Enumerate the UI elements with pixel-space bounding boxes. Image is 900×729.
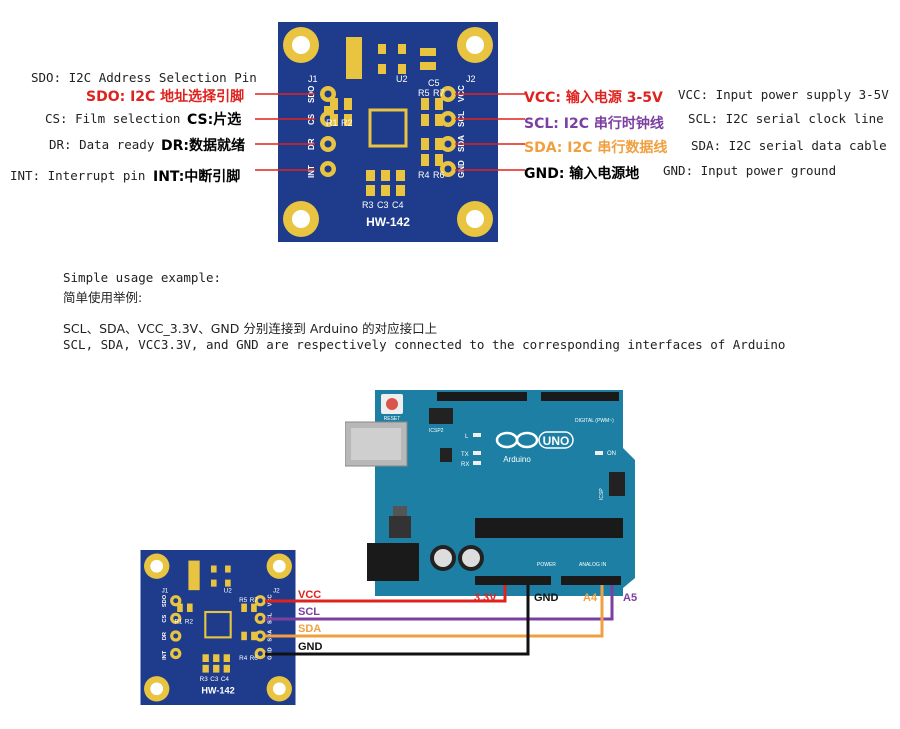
silk-pin-gnd: GND — [457, 160, 466, 178]
svg-text:R4: R4 — [239, 655, 248, 662]
power-label: POWER — [537, 562, 556, 568]
wire-label-sda: SDA — [298, 623, 321, 635]
wire-vcc — [265, 585, 507, 603]
label-sda-cn: SDA: I2C 串行数据线 — [524, 140, 668, 156]
silk-c5: C5 — [428, 78, 440, 88]
mounting-hole — [283, 201, 319, 237]
led-l-label: L — [465, 434, 469, 440]
led-tx-label: TX — [461, 452, 469, 458]
silk-r5: R5 — [418, 88, 430, 98]
left-pin-arrows — [255, 93, 315, 171]
svg-text:CS: CS — [162, 615, 168, 623]
bottom-module-board: J1 J2 U2 R1 R2 R5 R7 R4 R6 R3 C3 C4 HW-1… — [140, 550, 296, 705]
svg-text:R5: R5 — [239, 597, 248, 604]
label-sdo-cn: SDO: I2C 地址选择引脚 — [86, 89, 245, 105]
label-vcc-cn: VCC: 输入电源 3-5V — [524, 90, 663, 106]
label-gnd-cn: GND: 输入电源地 — [524, 166, 640, 182]
bottom-silk-model: HW-142 — [201, 686, 234, 696]
right-pin-arrows — [455, 93, 525, 171]
svg-text:C4: C4 — [221, 676, 230, 683]
wire-label-scl: SCL — [298, 606, 320, 618]
label-int-en: INT: Interrupt pin — [10, 168, 146, 183]
ic-footprint — [368, 108, 408, 148]
label-vcc-en: VCC: Input power supply 3-5V — [678, 87, 889, 102]
silk-r3: R3 — [362, 200, 374, 210]
silk-j1: J1 — [308, 74, 318, 84]
arduino-label-3v3: 3.3V — [474, 592, 497, 604]
arduino-label-a5: A5 — [623, 592, 637, 604]
silk-r1: R1 — [326, 118, 338, 128]
usage-desc-cn: SCL、SDA、VCC_3.3V、GND 分别连接到 Arduino 的对应接口… — [63, 321, 438, 336]
led-on-label: ON — [607, 451, 616, 457]
silk-u2: U2 — [396, 74, 408, 84]
silk-pin-int: INT — [307, 165, 316, 178]
silk-r4: R4 — [418, 170, 430, 180]
svg-text:R1: R1 — [174, 618, 183, 625]
wire-label-vcc: VCC — [298, 589, 321, 601]
silk-model: HW-142 — [366, 215, 410, 229]
usage-title-cn: 简单使用举例: — [63, 290, 143, 305]
svg-text:C3: C3 — [210, 676, 219, 683]
mounting-hole — [457, 27, 493, 63]
svg-text:R2: R2 — [185, 618, 194, 625]
silk-c4: C4 — [392, 200, 404, 210]
led-rx-label: RX — [461, 462, 469, 468]
svg-text:J1: J1 — [162, 587, 169, 594]
reset-label: RESET — [384, 416, 401, 422]
label-cs-cn: CS:片选 — [187, 112, 242, 128]
label-scl-en: SCL: I2C serial clock line — [688, 111, 884, 126]
silk-r7: R7 — [433, 88, 445, 98]
label-int-cn: INT:中断引脚 — [153, 169, 241, 185]
wire-gnd — [265, 585, 530, 656]
svg-text:Arduino: Arduino — [503, 455, 531, 464]
svg-text:R3: R3 — [200, 676, 209, 683]
label-sdo-en: SDO: I2C Address Selection Pin — [31, 70, 257, 85]
svg-text:INT: INT — [162, 650, 168, 660]
silk-c3: C3 — [377, 200, 389, 210]
wire-sda — [265, 585, 604, 638]
label-sda-en: SDA: I2C serial data cable — [691, 138, 887, 153]
atmega-mcu — [475, 518, 623, 538]
svg-text:R6: R6 — [250, 655, 259, 662]
label-scl-cn: SCL: I2C 串行时钟线 — [524, 116, 664, 132]
silk-r2: R2 — [341, 118, 353, 128]
svg-text:R7: R7 — [250, 597, 259, 604]
label-dr-en: DR: Data ready — [49, 137, 155, 152]
svg-text:SDO: SDO — [162, 594, 168, 607]
silk-j2: J2 — [466, 74, 476, 84]
svg-text:U2: U2 — [224, 587, 233, 594]
analog-header — [561, 576, 621, 585]
icsp2-label: ICSP2 — [429, 428, 444, 434]
mounting-hole — [457, 201, 493, 237]
svg-text:UNO: UNO — [543, 434, 570, 448]
usage-desc-en: SCL, SDA, VCC3.3V, and GND are respectiv… — [63, 337, 786, 352]
icsp-label: ICSP — [599, 488, 605, 500]
analog-label: ANALOG IN — [579, 562, 607, 568]
arduino-label-gnd: GND — [534, 592, 559, 604]
wire-label-gnd: GND — [298, 641, 323, 653]
usage-title-en: Simple usage example: — [63, 270, 222, 285]
voltage-regulator — [389, 516, 411, 538]
arduino-uno-board: RESET ICSP2 DIGITAL (PWM~) UNO Arduino L… — [345, 390, 635, 596]
svg-text:J2: J2 — [273, 587, 280, 594]
label-cs-en: CS: Film selection — [45, 111, 181, 126]
arduino-logo: UNO Arduino — [495, 431, 574, 464]
top-module-board: J1 J2 U2 C5 R1 R2 R5 R7 R4 R6 R3 C3 C4 H… — [278, 22, 498, 242]
label-dr-cn: DR:数据就绪 — [161, 138, 245, 154]
silk-r6: R6 — [433, 170, 445, 180]
label-gnd-en: GND: Input power ground — [663, 163, 837, 178]
wire-scl — [265, 585, 614, 621]
digital-label: DIGITAL (PWM~) — [575, 418, 614, 424]
power-jack — [367, 543, 419, 581]
arduino-label-a4: A4 — [583, 592, 598, 604]
power-header — [475, 576, 551, 585]
svg-text:DR: DR — [162, 632, 168, 640]
mounting-hole — [283, 27, 319, 63]
